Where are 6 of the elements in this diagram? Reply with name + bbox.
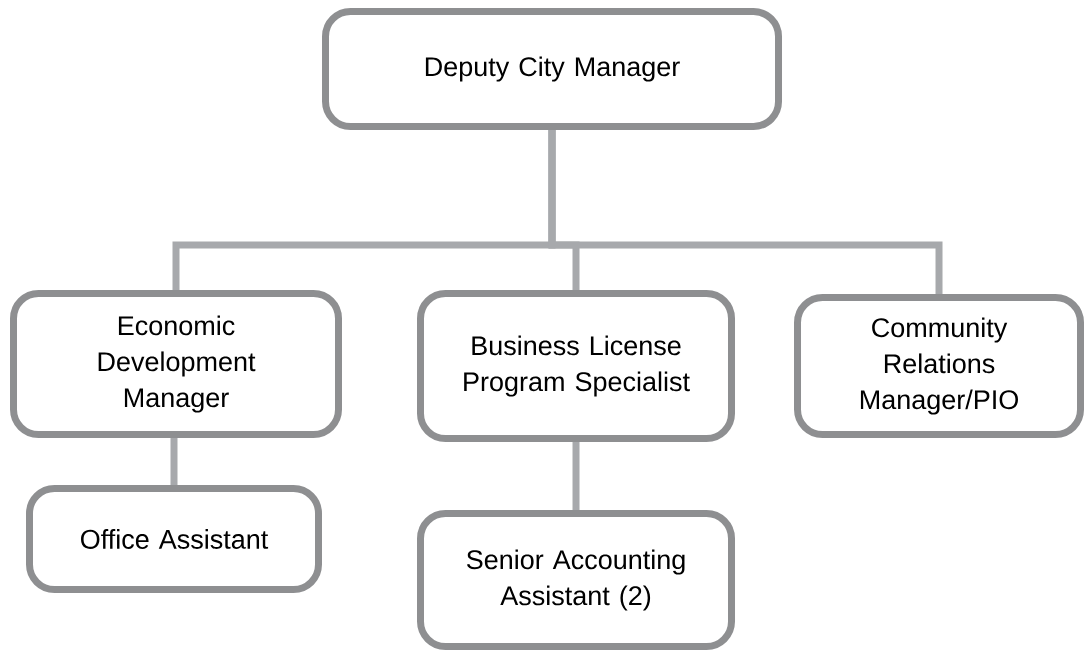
org-box: Business License Program Specialist bbox=[417, 290, 735, 442]
org-box: Community Relations Manager/PIO bbox=[794, 294, 1084, 438]
org-box: Senior Accounting Assistant (2) bbox=[417, 510, 735, 650]
org-box: Economic Development Manager bbox=[10, 290, 342, 438]
org-box: Deputy City Manager bbox=[322, 8, 782, 130]
org-box: Office Assistant bbox=[26, 485, 322, 593]
